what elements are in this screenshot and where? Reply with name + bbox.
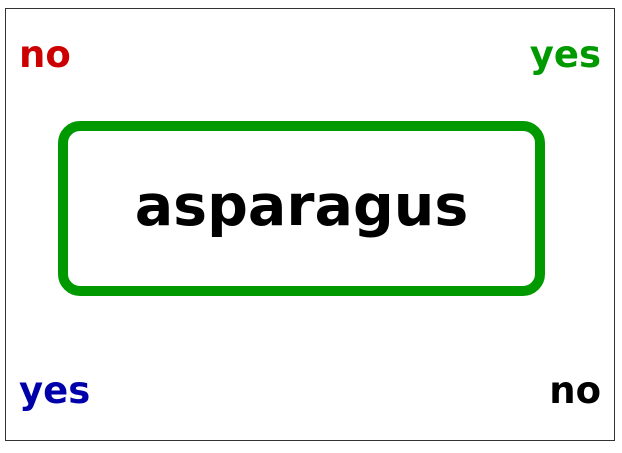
card-frame	[5, 8, 615, 441]
bottom-left-label: yes	[19, 369, 91, 412]
top-left-label: no	[19, 33, 71, 76]
bottom-right-label: no	[549, 369, 601, 412]
top-right-label: yes	[529, 33, 601, 76]
center-word: asparagus	[134, 173, 469, 239]
center-word-box: asparagus	[58, 121, 545, 296]
